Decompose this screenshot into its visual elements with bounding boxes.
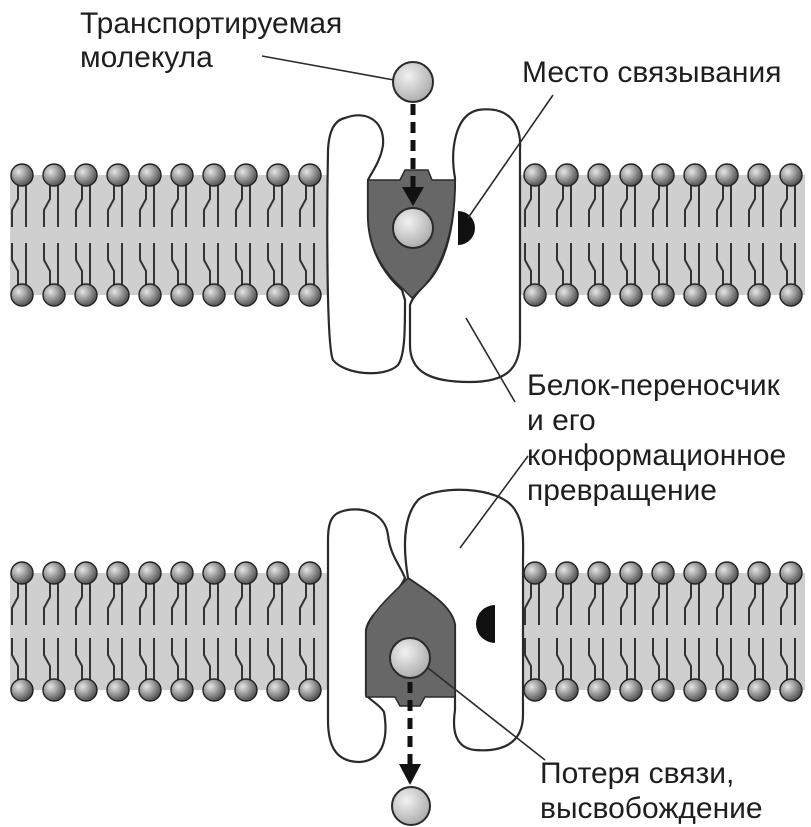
lipid-head — [780, 679, 802, 701]
lipid-head — [748, 679, 770, 701]
lipid-head — [107, 284, 129, 306]
lipid-head — [11, 679, 33, 701]
lipid-head — [524, 164, 546, 186]
lipid-head — [75, 679, 97, 701]
releasing-molecule — [390, 638, 430, 678]
lipid-head — [235, 562, 257, 584]
lipid-head — [588, 164, 610, 186]
label-line: превращение — [527, 474, 717, 507]
lipid-head — [267, 284, 289, 306]
upper-membrane-core-right — [518, 175, 805, 295]
incoming-molecule — [393, 62, 433, 102]
released-molecule — [392, 787, 430, 825]
lipid-head — [43, 679, 65, 701]
lipid-head — [139, 562, 161, 584]
label-line: Потеря связи, — [540, 757, 734, 790]
lipid-head — [11, 164, 33, 186]
lipid-head — [43, 164, 65, 186]
lipid-head — [267, 679, 289, 701]
lipid-head — [684, 164, 706, 186]
carrier-protein-open-outside — [327, 109, 520, 382]
lipid-head — [524, 562, 546, 584]
lipid-head — [11, 562, 33, 584]
lipid-head — [203, 284, 225, 306]
lipid-head — [684, 562, 706, 584]
lipid-head — [43, 284, 65, 306]
label-line: Белок-переносчик — [527, 369, 781, 402]
lipid-head — [748, 284, 770, 306]
lipid-head — [620, 164, 642, 186]
lipid-head — [524, 679, 546, 701]
lipid-head — [780, 562, 802, 584]
lipid-head — [588, 679, 610, 701]
lipid-head — [43, 562, 65, 584]
lipid-head — [748, 562, 770, 584]
lipid-head — [556, 562, 578, 584]
lipid-head — [107, 164, 129, 186]
label-line: и его — [527, 404, 596, 437]
lipid-head — [684, 679, 706, 701]
lipid-head — [171, 562, 193, 584]
lipid-head — [556, 679, 578, 701]
lipid-head — [235, 164, 257, 186]
lipid-head — [684, 284, 706, 306]
lipid-head — [171, 679, 193, 701]
lipid-head — [203, 679, 225, 701]
label-line: высвобождение — [540, 792, 763, 825]
lipid-head — [107, 562, 129, 584]
label-line: конформационное — [527, 439, 786, 472]
lipid-head — [588, 284, 610, 306]
lipid-head — [620, 679, 642, 701]
lipid-head — [267, 164, 289, 186]
lipid-head — [75, 164, 97, 186]
lipid-head — [139, 679, 161, 701]
lipid-head — [139, 164, 161, 186]
label-carrier-protein: Белок-переносчик и его конформационное п… — [527, 369, 786, 507]
lower-membrane-core-right — [518, 573, 805, 690]
lipid-head — [652, 164, 674, 186]
lipid-head — [716, 679, 738, 701]
lipid-head — [748, 164, 770, 186]
lipid-head — [588, 562, 610, 584]
lipid-head — [299, 679, 321, 701]
bound-molecule — [393, 208, 433, 248]
lipid-head — [780, 164, 802, 186]
lipid-head — [107, 679, 129, 701]
lipid-head — [75, 284, 97, 306]
label-line: Транспортируемая — [80, 7, 342, 40]
exit-arrow-head — [399, 764, 421, 785]
lipid-head — [780, 284, 802, 306]
lipid-head — [203, 164, 225, 186]
lipid-head — [139, 284, 161, 306]
lipid-head — [203, 562, 225, 584]
lipid-head — [235, 284, 257, 306]
lipid-head — [652, 679, 674, 701]
lipid-head — [716, 284, 738, 306]
lipid-head — [171, 164, 193, 186]
lipid-head — [299, 562, 321, 584]
lipid-head — [652, 562, 674, 584]
lipid-head — [620, 284, 642, 306]
lipid-head — [267, 562, 289, 584]
label-binding-site: Место связывания — [522, 56, 781, 89]
lipid-head — [652, 284, 674, 306]
carrier-protein-open-inside — [328, 490, 523, 762]
lipid-head — [556, 284, 578, 306]
lipid-head — [620, 562, 642, 584]
label-line: молекула — [80, 41, 213, 74]
lipid-head — [716, 562, 738, 584]
entry-arrow — [402, 104, 424, 206]
lipid-head — [524, 284, 546, 306]
lipid-head — [171, 284, 193, 306]
lipid-head — [716, 164, 738, 186]
lipid-head — [235, 679, 257, 701]
lipid-head — [11, 284, 33, 306]
lipid-head — [75, 562, 97, 584]
lipid-head — [299, 164, 321, 186]
lipid-head — [556, 164, 578, 186]
label-release: Потеря связи, высвобождение — [540, 757, 763, 825]
leader-transported-molecule — [262, 56, 394, 80]
lipid-head — [299, 284, 321, 306]
